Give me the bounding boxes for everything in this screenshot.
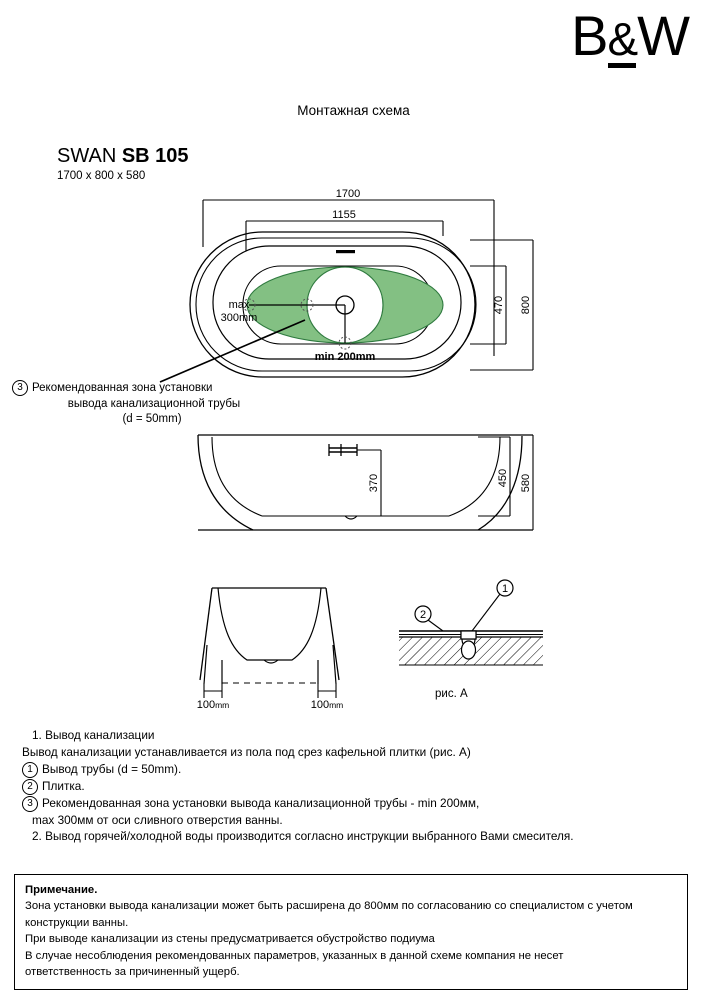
dim-370-label: 370 bbox=[368, 474, 380, 492]
dim-min-label: min 200mm bbox=[315, 351, 376, 363]
zone-leader-line bbox=[159, 319, 306, 383]
bath-outer-shell bbox=[189, 231, 476, 378]
instruction-marker: 1 bbox=[22, 761, 38, 778]
dim-470-label: 470 bbox=[493, 296, 505, 314]
dim-580-label: 580 bbox=[520, 474, 532, 492]
top-view-group: 1700 1155 max 300mm min 200mm 470 800 bbox=[159, 188, 534, 383]
dim-1700 bbox=[202, 199, 495, 356]
instructions-block: 1. Вывод канализации Вывод канализации у… bbox=[22, 727, 694, 845]
instruction-row: 2 Плитка. bbox=[22, 778, 694, 795]
dim-left-foot-label: 100mm bbox=[197, 699, 230, 711]
dim-450-label: 450 bbox=[497, 469, 509, 487]
note-line: Зона установки вывода канализации может … bbox=[25, 900, 633, 913]
brand-logo: B&W bbox=[571, 8, 690, 68]
side-view-group: 100mm 100mm bbox=[197, 587, 344, 711]
instruction-row: Вывод канализации устанавливается из пол… bbox=[22, 744, 694, 761]
note-line: ответственность за причиненный ущерб. bbox=[25, 965, 240, 978]
dim-1155-label: 1155 bbox=[332, 209, 356, 221]
dim-470 bbox=[470, 265, 507, 345]
note-line: При выводе канализации из стены предусма… bbox=[25, 933, 435, 946]
marker-1-circle bbox=[496, 579, 514, 597]
model-name-code: SB 105 bbox=[121, 145, 189, 167]
model-dimensions: 1700 x 800 x 580 bbox=[57, 170, 146, 182]
instruction-row: max 300мм от оси сливного отверстия ванн… bbox=[22, 812, 694, 829]
brand-logo-b: B bbox=[571, 4, 608, 67]
brand-logo-ampersand: & bbox=[607, 13, 638, 68]
callout-line-2: вывода канализационной трубы bbox=[67, 397, 241, 410]
dim-800 bbox=[470, 239, 534, 371]
instruction-text: Вывод канализации устанавливается из пол… bbox=[22, 744, 471, 759]
brand-logo-w: W bbox=[637, 4, 690, 67]
model-name: SWAN SB 105 bbox=[57, 145, 189, 168]
dim-370 bbox=[357, 449, 382, 516]
dim-min-200 bbox=[338, 305, 352, 350]
instruction-text: 2. Вывод горячей/холодной воды производи… bbox=[32, 829, 574, 844]
zone-callout: 3 Рекомендованная зона установки вывода к… bbox=[12, 380, 282, 428]
dim-max-300 bbox=[242, 298, 345, 312]
model-name-prefix: SWAN bbox=[57, 145, 122, 167]
instruction-text: Плитка. bbox=[42, 778, 85, 793]
instruction-row: 3 Рекомендованная зона установки вывода к… bbox=[22, 795, 694, 812]
front-view-group: 370 450 580 bbox=[197, 434, 534, 531]
instruction-row: 1 Вывод трубы (d = 50mm). bbox=[22, 761, 694, 778]
note-line: конструкции ванны. bbox=[25, 916, 129, 929]
instruction-text: max 300мм от оси сливного отверстия ванн… bbox=[32, 812, 283, 827]
document-title: Монтажная схема bbox=[297, 103, 410, 118]
callout-number: 3 bbox=[12, 380, 28, 396]
dim-580 bbox=[510, 434, 534, 530]
marker-1-label: 1 bbox=[502, 583, 508, 595]
callout-line-1: Рекомендованная зона установки bbox=[32, 382, 213, 394]
bath-outer-shell-inner bbox=[195, 237, 477, 372]
note-line: В случае несоблюдения рекомендованных па… bbox=[25, 949, 564, 962]
callout-line-3: (d = 50mm) bbox=[122, 413, 182, 426]
dim-right-foot-label: 100mm bbox=[311, 699, 344, 711]
pipe-outlet-icon bbox=[460, 630, 477, 660]
detail-figure-group: 1 2 bbox=[399, 579, 543, 666]
dim-800-label: 800 bbox=[520, 296, 532, 314]
instruction-marker: 3 bbox=[22, 795, 38, 812]
instruction-marker: 2 bbox=[22, 778, 38, 795]
dim-max-label: max bbox=[229, 299, 250, 311]
dim-1700-label: 1700 bbox=[336, 188, 360, 200]
marker-2-label: 2 bbox=[420, 609, 426, 621]
instruction-text: Рекомендованная зона установки вывода ка… bbox=[42, 795, 480, 810]
marker-2-circle bbox=[414, 605, 432, 623]
dim-max-value-label: 300mm bbox=[221, 312, 258, 324]
overflow-fitting-icon bbox=[328, 444, 358, 456]
overflow-slot-icon bbox=[336, 250, 355, 254]
figure-caption: рис. А bbox=[435, 688, 468, 700]
note-box: Примечание. Зона установки вывода канали… bbox=[14, 874, 688, 991]
note-title: Примечание. bbox=[25, 884, 98, 896]
instruction-row: 2. Вывод горячей/холодной воды производи… bbox=[22, 828, 694, 845]
instruction-text: Вывод трубы (d = 50mm). bbox=[42, 761, 182, 776]
dim-450 bbox=[478, 436, 511, 517]
instruction-text: 1. Вывод канализации bbox=[32, 728, 155, 742]
instruction-row: 1. Вывод канализации bbox=[22, 727, 694, 744]
